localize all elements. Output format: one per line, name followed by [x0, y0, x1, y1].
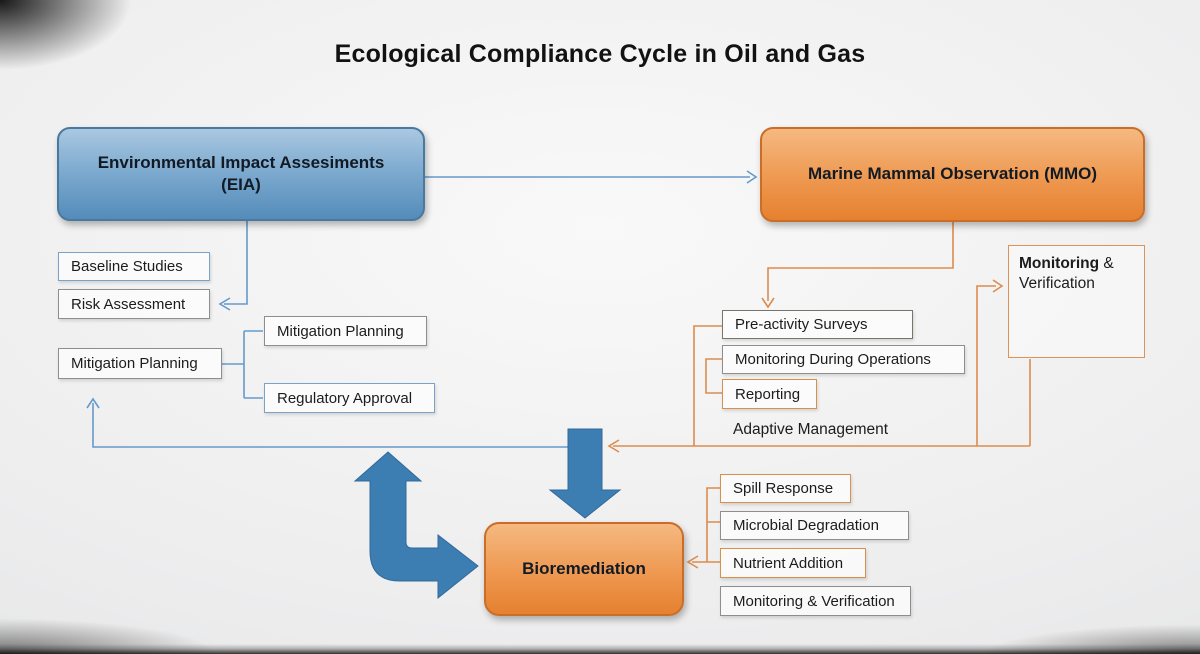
node-pre-activity-surveys-label: Pre-activity Surveys	[735, 316, 868, 333]
node-baseline-studies-label: Baseline Studies	[71, 258, 183, 275]
node-pre-activity-surveys: Pre-activity Surveys	[722, 310, 913, 339]
node-monitoring-verification-box-label-bold: Monitoring	[1019, 255, 1100, 272]
node-microbial-degradation: Microbial Degradation	[720, 511, 909, 540]
node-risk-assessment-label: Risk Assessment	[71, 295, 186, 313]
diagram-title: Ecological Compliance Cycle in Oil and G…	[334, 40, 866, 68]
feedback-line-to-mitigation-planning	[92, 403, 570, 448]
arrow-mmo-to-pre-activity	[767, 222, 954, 301]
arrowhead-left-icon	[607, 439, 620, 453]
node-reporting: Reporting	[722, 379, 817, 409]
node-adaptive-management-label: Adaptive Management	[733, 421, 889, 438]
blue-connectors	[86, 170, 758, 448]
node-monitoring-verification-box-label-suffix: &	[1099, 255, 1114, 272]
node-mmo-label: Marine Mammal Observation (MMO)	[807, 164, 1098, 184]
bracket-mitigation-planning	[222, 330, 263, 399]
node-nutrient-addition: Nutrient Addition	[720, 548, 866, 578]
node-baseline-studies: Baseline Studies	[58, 252, 210, 281]
node-monitoring-verification-small-label: Monitoring & Verification	[733, 592, 895, 610]
arrowhead-left-icon	[218, 297, 231, 311]
node-eia: Environmental Impact Assesiments (EIA)	[57, 127, 425, 221]
node-monitoring-during-operations: Monitoring During Operations	[722, 345, 965, 374]
thick-bent-cycle-arrow-icon	[353, 451, 479, 600]
node-spill-response-label: Spill Response	[733, 480, 834, 497]
node-bioremediation-label: Bioremediation	[522, 558, 646, 578]
node-mitigation-planning-right-label: Mitigation Planning	[277, 322, 404, 340]
node-spill-response: Spill Response	[720, 474, 851, 503]
node-monitoring-verification-small: Monitoring & Verification	[720, 586, 911, 616]
node-eia-label: Environmental Impact Assesiments	[97, 152, 385, 172]
arrowhead-right-icon	[992, 279, 1004, 293]
bracket-bioremediation-list	[692, 487, 720, 563]
node-reporting-label: Reporting	[735, 385, 801, 403]
node-eia-sublabel: (EIA)	[221, 175, 261, 194]
node-risk-assessment: Risk Assessment	[58, 289, 210, 319]
node-mitigation-planning-left-label: Mitigation Planning	[71, 355, 198, 372]
thick-down-arrow-icon	[548, 428, 622, 519]
node-monitoring-during-operations-label: Monitoring During Operations	[735, 351, 931, 368]
node-bioremediation: Bioremediation	[484, 522, 684, 616]
node-mitigation-planning-right: Mitigation Planning	[264, 316, 427, 346]
node-monitoring-verification-box: Monitoring & Verification	[1008, 245, 1145, 358]
bracket-mdo-reporting	[705, 358, 722, 394]
arrow-to-mv-box-left	[976, 285, 996, 446]
node-mitigation-planning-left: Mitigation Planning	[58, 348, 222, 379]
arrowhead-right-icon	[746, 170, 758, 184]
node-regulatory-approval-label: Regulatory Approval	[277, 389, 413, 407]
node-monitoring-verification-box-label-line2: Verification	[1019, 275, 1095, 293]
node-mmo: Marine Mammal Observation (MMO)	[760, 127, 1145, 222]
arrowhead-up-icon	[86, 397, 100, 409]
node-regulatory-approval: Regulatory Approval	[264, 383, 435, 413]
node-nutrient-addition-label: Nutrient Addition	[733, 554, 844, 572]
arrow-eia-to-risk-assessment	[224, 221, 248, 305]
bracket-pre-activity-vertical	[693, 325, 722, 446]
arrowhead-left-icon	[686, 555, 699, 569]
node-adaptive-management: Adaptive Management	[733, 421, 888, 439]
arrowhead-down-icon	[761, 297, 775, 309]
thick-arrows	[353, 428, 622, 600]
node-microbial-degradation-label: Microbial Degradation	[733, 517, 879, 534]
orange-connectors	[607, 222, 1031, 569]
